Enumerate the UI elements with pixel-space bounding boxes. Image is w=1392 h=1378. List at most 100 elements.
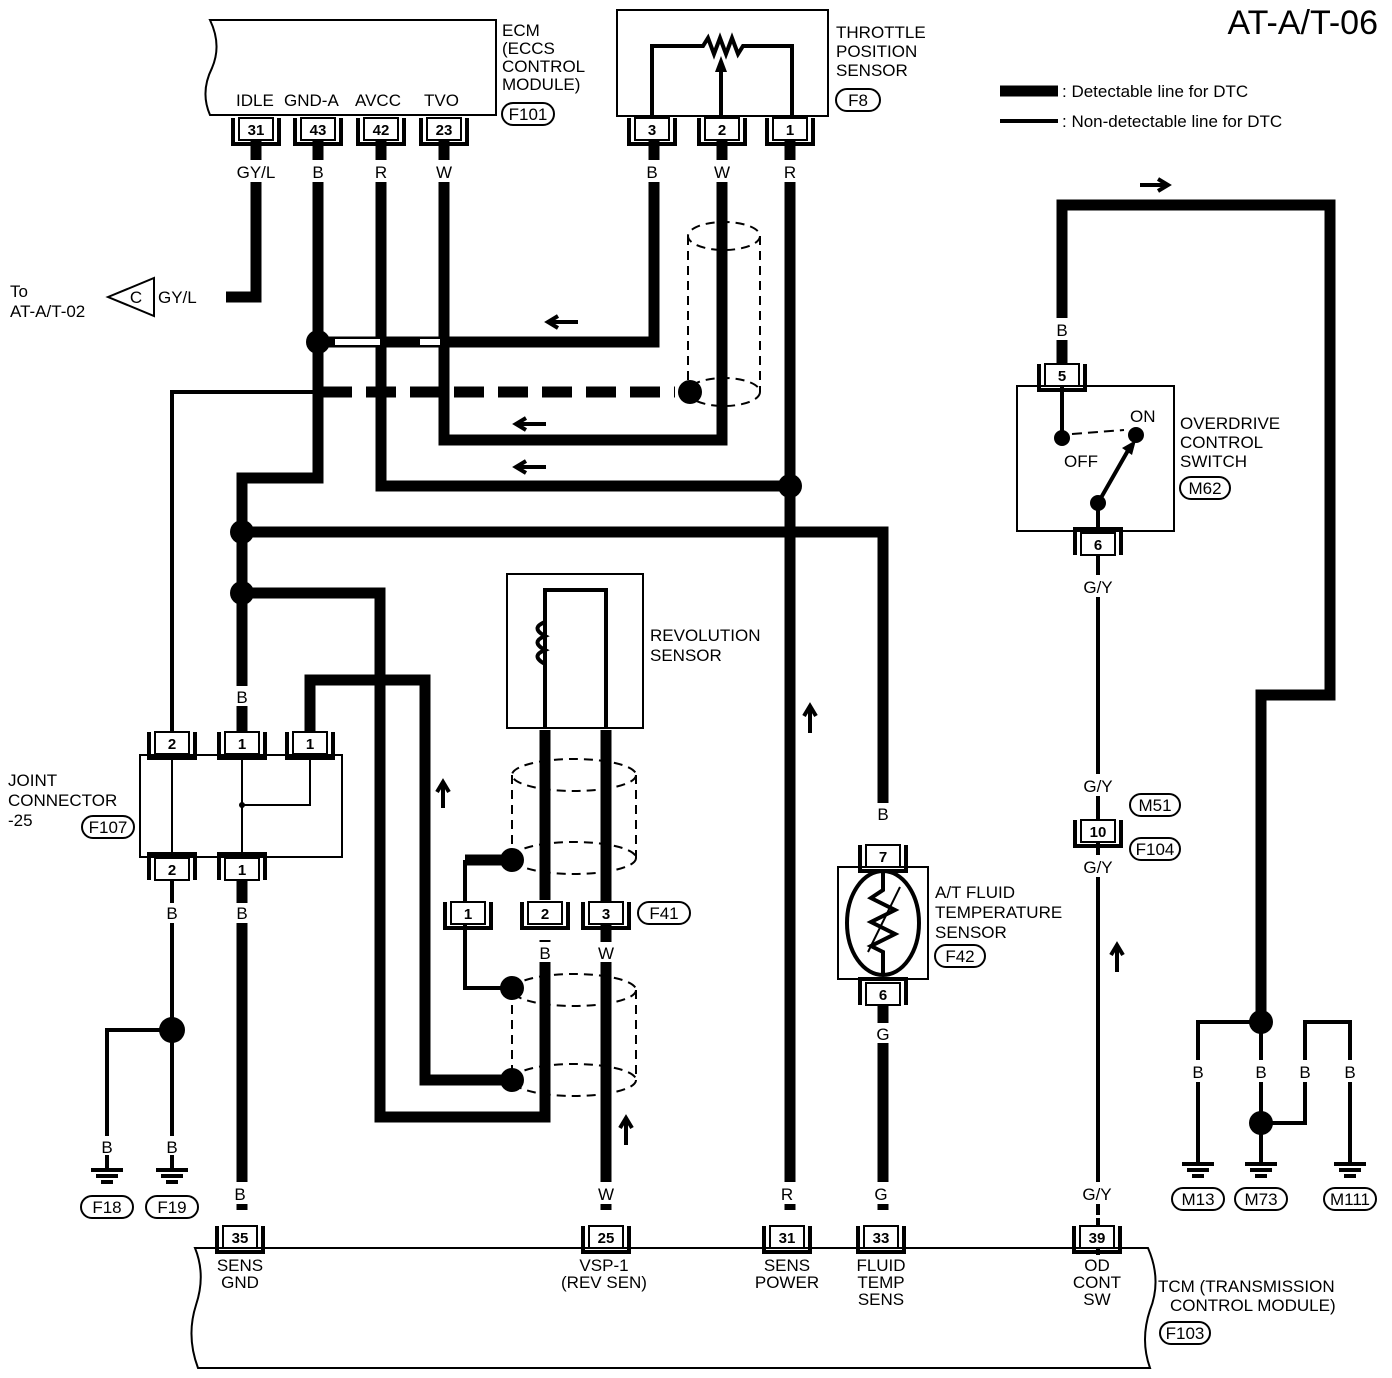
wire-shield-drain xyxy=(170,390,322,735)
overdrive-control-switch: OFF ON OVERDRIVE CONTROL SWITCH M62 xyxy=(1016,385,1280,532)
od-pin-5-number: 5 xyxy=(1058,368,1066,385)
right-ground-wire-2: B xyxy=(1299,1063,1310,1082)
od-switch-name-2: CONTROL xyxy=(1180,433,1263,452)
ecm-connector-id: F101 xyxy=(509,105,548,124)
ecm-block: IDLE GND-A AVCC TVO ECM (ECCS CONTROL MO… xyxy=(204,19,585,126)
od-pin-6-number: 6 xyxy=(1094,537,1102,554)
tcm-t31-name-1: SENS xyxy=(764,1256,810,1275)
inline-pin-10: 10 xyxy=(1073,819,1123,848)
tcm-block: TCM (TRANSMISSION CONTROL MODULE) F103 S… xyxy=(190,1247,1336,1369)
tcm-t33-name-3: SENS xyxy=(858,1290,904,1309)
ecm-terminal-tvo: TVO xyxy=(424,91,459,110)
tcm-pin-0: 35 xyxy=(215,1225,265,1254)
thermistor-icon xyxy=(866,871,900,975)
joint-wire-bottom-left: B xyxy=(166,904,177,923)
joint-top-pin-0: 2 xyxy=(147,731,197,760)
inline-connector-id-1: M51 xyxy=(1138,796,1171,815)
coil-icon xyxy=(535,620,550,666)
inline-connector-badge-1 xyxy=(1129,793,1181,817)
splices xyxy=(159,330,1273,1135)
rev-sensor-connector-badge xyxy=(637,901,691,925)
ecm-pin-1: 43 xyxy=(293,117,343,146)
fluid-wire-top: B xyxy=(877,805,888,824)
fluid-temperature-sensor: A/T FLUID TEMPERATURE SENSOR F42 xyxy=(837,866,1062,980)
ground-icon-0 xyxy=(91,1162,123,1184)
fluid-pin-7: 7 xyxy=(858,844,908,873)
fluid-sensor-name-2: TEMPERATURE xyxy=(935,903,1062,922)
arrow-up-icon xyxy=(1109,941,1125,972)
ecm-wire-color-3: W xyxy=(436,163,452,182)
tps-name-line-2: POSITION xyxy=(836,42,917,61)
tcm-pin-1: 25 xyxy=(581,1225,631,1254)
ecm-connector-badge xyxy=(501,102,555,126)
fluid-sensor-connector-badge xyxy=(934,944,986,968)
ecm-pin-1-number: 43 xyxy=(310,122,327,139)
right-ground-connector-1-badge xyxy=(1234,1187,1288,1211)
tcm-t39-name-3: SW xyxy=(1083,1290,1110,1309)
rev-pin-3: 3 xyxy=(581,901,631,930)
wire-gnd-a-b xyxy=(312,126,660,348)
tps-wire-color-2: R xyxy=(784,163,796,182)
right-ground-wire-1: B xyxy=(1255,1063,1266,1082)
ecm-terminal-gnd-a: GND-A xyxy=(284,91,339,110)
joint-connector-id: F107 xyxy=(89,818,128,837)
wire-rev-sensor-b xyxy=(242,587,551,1123)
diagram-title: AT-A/T-06 xyxy=(1227,4,1378,42)
tcm-pin-3-number: 33 xyxy=(873,1230,890,1247)
arrow-left-icon xyxy=(512,459,546,475)
tps-wire-color-0: B xyxy=(646,163,657,182)
offpage-target-label: AT-A/T-02 xyxy=(10,302,85,321)
right-ground-connector-2-badge xyxy=(1323,1187,1377,1211)
tcm-wire-color-0: B xyxy=(234,1185,245,1204)
wire-to-fluid-sensor-b xyxy=(242,526,889,808)
inline-pin-10-number: 10 xyxy=(1090,824,1107,841)
thick-wires xyxy=(226,126,1336,1210)
tcm-wire-color-1: W xyxy=(598,1185,614,1204)
od-pin-6: 6 xyxy=(1073,527,1123,556)
ecm-terminal-avcc: AVCC xyxy=(355,91,401,110)
legend-non-detectable-text: : Non-detectable line for DTC xyxy=(1062,112,1282,131)
tcm-t33-name-1: FLUID xyxy=(856,1256,905,1275)
tps-name-line-1: THROTTLE xyxy=(836,23,926,42)
od-wire-top: B xyxy=(1056,321,1067,340)
tcm-connector-id: F103 xyxy=(1166,1324,1205,1343)
od-switch-name-3: SWITCH xyxy=(1180,452,1247,471)
fluid-pin-7-number: 7 xyxy=(879,849,887,866)
joint-top-pin-2-number: 1 xyxy=(306,736,314,753)
left-ground-connector-0-badge xyxy=(80,1195,134,1219)
tcm-t25-name-1: VSP-1 xyxy=(579,1256,628,1275)
tps-name-line-3: SENSOR xyxy=(836,61,908,80)
tcm-pin-3: 33 xyxy=(856,1225,906,1254)
ecm-wire-color-2: R xyxy=(375,163,387,182)
switch-lever-icon xyxy=(1096,446,1132,531)
joint-top-pin-1: 1 xyxy=(217,731,267,760)
ecm-terminal-idle: IDLE xyxy=(236,91,274,110)
joint-name-line-1: JOINT xyxy=(8,771,57,790)
throttle-position-sensor: THROTTLE POSITION SENSOR F8 xyxy=(616,9,926,117)
tcm-t39-name-1: OD xyxy=(1084,1256,1110,1275)
left-ground-connector-1-id: F19 xyxy=(157,1198,186,1217)
ecm-pin-2-number: 42 xyxy=(373,122,390,139)
ecm-pin-3-number: 23 xyxy=(436,122,453,139)
revolution-sensor: REVOLUTION SENSOR F41 xyxy=(506,573,761,925)
joint-bottom-pin-0: 2 xyxy=(147,852,197,881)
left-ground-connector-0-id: F18 xyxy=(92,1198,121,1217)
ecm-name-line-3: CONTROL xyxy=(502,57,585,76)
tcm-wire-color-2: R xyxy=(781,1185,793,1204)
right-ground-icon-0 xyxy=(1182,1156,1214,1178)
tcm-pin-2: 31 xyxy=(762,1225,812,1254)
wire-avcc-r xyxy=(375,126,790,492)
joint-name-line-2: CONNECTOR xyxy=(8,791,117,810)
wire-joint-shield xyxy=(304,674,512,1086)
tps-pin-2-number: 1 xyxy=(786,122,794,139)
ecm-name-line-1: ECM xyxy=(502,21,540,40)
ecm-pin-2: 42 xyxy=(356,117,406,146)
ecm-wire-color-0: GY/L xyxy=(237,163,276,182)
rev-pin-2: 2 xyxy=(520,901,570,930)
tcm-wire-color-4: G/Y xyxy=(1082,1185,1111,1204)
right-ground-wire-0: B xyxy=(1192,1063,1203,1082)
rev-sensor-name-1: REVOLUTION xyxy=(650,626,761,645)
legend: : Detectable line for DTC : Non-detectab… xyxy=(1000,82,1282,131)
fluid-pin-6-number: 6 xyxy=(879,987,887,1004)
